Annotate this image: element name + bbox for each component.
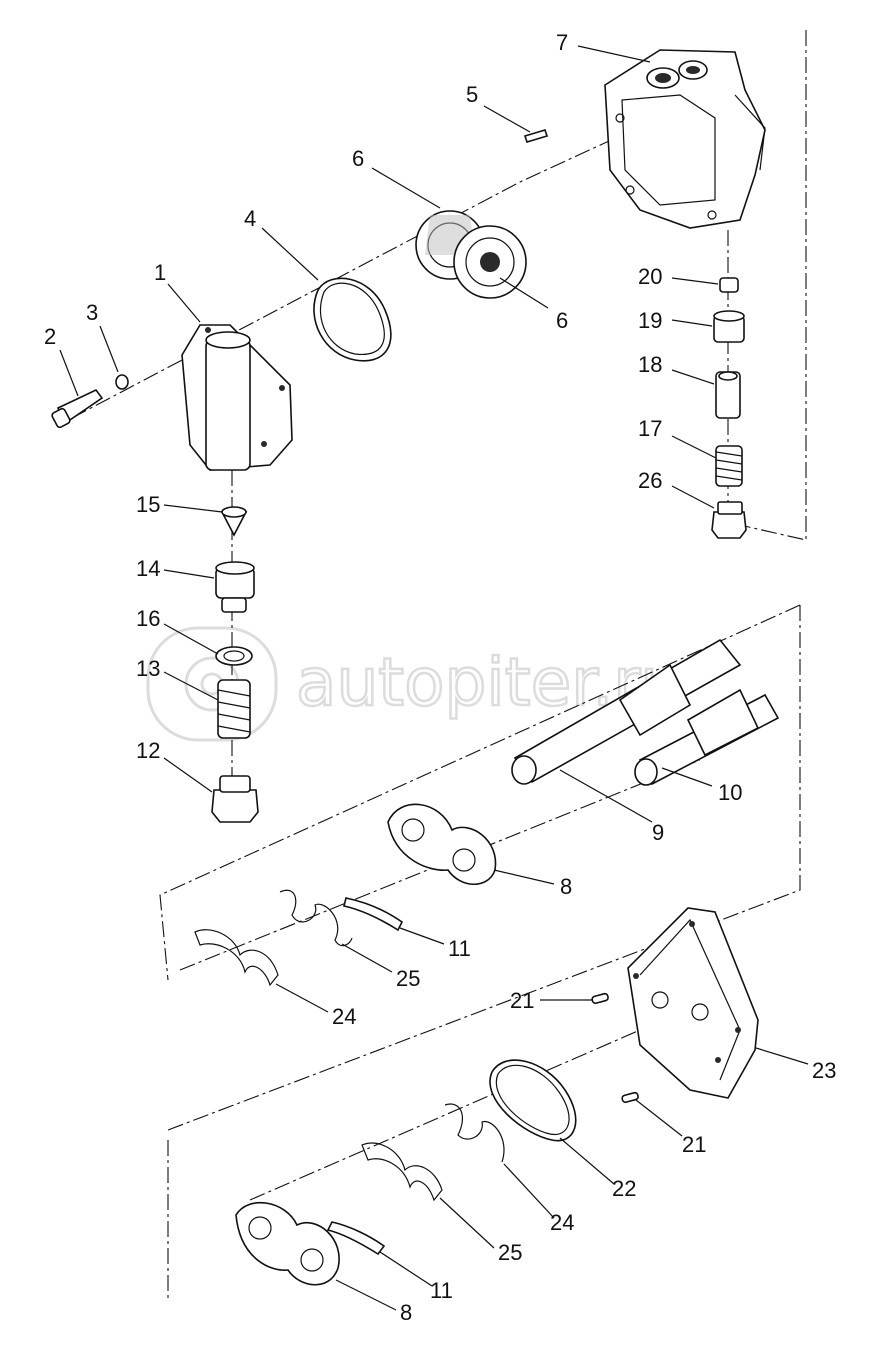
callout-23: 23 [812, 1058, 836, 1083]
retaining-clip-part-25-lower [361, 1142, 443, 1202]
gasket-part-22 [489, 1059, 577, 1142]
plunger-part-18 [715, 371, 741, 419]
end-plate-part-23 [627, 907, 759, 1099]
callout-20: 20 [638, 264, 662, 289]
callout-9: 9 [652, 820, 664, 845]
dowel-pin-part-21-lower [621, 1091, 639, 1104]
drive-shaft-part-9 [511, 638, 742, 785]
callout-3: 3 [86, 300, 98, 325]
callout-15: 15 [136, 492, 160, 517]
callout-1: 1 [154, 260, 166, 285]
autopiter-logo-icon [146, 626, 278, 742]
callout-22: 22 [612, 1176, 636, 1201]
cover-part-1 [181, 324, 293, 471]
callout-13: 13 [136, 656, 160, 681]
bearing-plate-part-8-upper [387, 803, 497, 885]
callout-21: 21 [510, 988, 534, 1013]
callout-17: 17 [638, 416, 662, 441]
bolt-part-2 [51, 388, 104, 429]
o-ring-part-4 [313, 277, 392, 362]
callout-labels: 7 5 6 4 6 1 2 3 20 19 18 17 26 15 14 16 … [44, 30, 836, 1325]
callout-14: 14 [136, 556, 160, 581]
key-part-5 [523, 129, 549, 143]
callout-10: 10 [718, 780, 742, 805]
bearing-plate-part-8-lower [235, 1201, 340, 1286]
pin-part-20 [719, 277, 739, 293]
callout-8: 8 [560, 874, 572, 899]
callout-11: 11 [430, 1278, 453, 1303]
callout-16: 16 [136, 606, 160, 631]
callout-6: 6 [556, 308, 568, 333]
callout-12: 12 [136, 738, 160, 763]
callout-5: 5 [466, 82, 478, 107]
seal-strip-part-11-lower [326, 1221, 386, 1256]
callout-24: 24 [332, 1004, 356, 1029]
callout-4: 4 [244, 206, 256, 231]
callout-24: 24 [550, 1210, 574, 1235]
wire-clip-part-24-lower [444, 1103, 505, 1163]
sleeve-part-14 [215, 561, 255, 613]
callout-19: 19 [638, 308, 662, 333]
callout-25: 25 [498, 1240, 522, 1265]
washer-part-3 [115, 374, 129, 390]
callout-11: 11 [448, 936, 471, 961]
spring-part-13 [217, 679, 251, 739]
callout-8: 8 [400, 1300, 412, 1325]
gear-pair-part-6 [415, 210, 527, 299]
callout-21: 21 [682, 1132, 706, 1157]
dowel-pin-part-21-upper [591, 992, 609, 1005]
seal-strip-part-11-upper [343, 897, 404, 932]
plug-part-26 [711, 501, 747, 539]
callout-6: 6 [352, 146, 364, 171]
spring-part-17 [715, 445, 743, 487]
callout-25: 25 [396, 966, 420, 991]
wire-clip-part-25-upper [279, 889, 353, 947]
retaining-clip-part-24-upper [194, 929, 279, 987]
callout-2: 2 [44, 324, 56, 349]
seal-part-16 [215, 646, 253, 666]
callout-7: 7 [556, 30, 568, 55]
callout-18: 18 [638, 352, 662, 377]
callout-leaders [59, 45, 809, 1311]
callout-26: 26 [638, 468, 662, 493]
cap-part-19 [713, 310, 745, 343]
cone-part-15 [220, 506, 248, 537]
pump-housing-part-7 [604, 49, 766, 229]
driven-shaft-part-10 [634, 688, 780, 786]
plug-part-12 [211, 775, 259, 823]
